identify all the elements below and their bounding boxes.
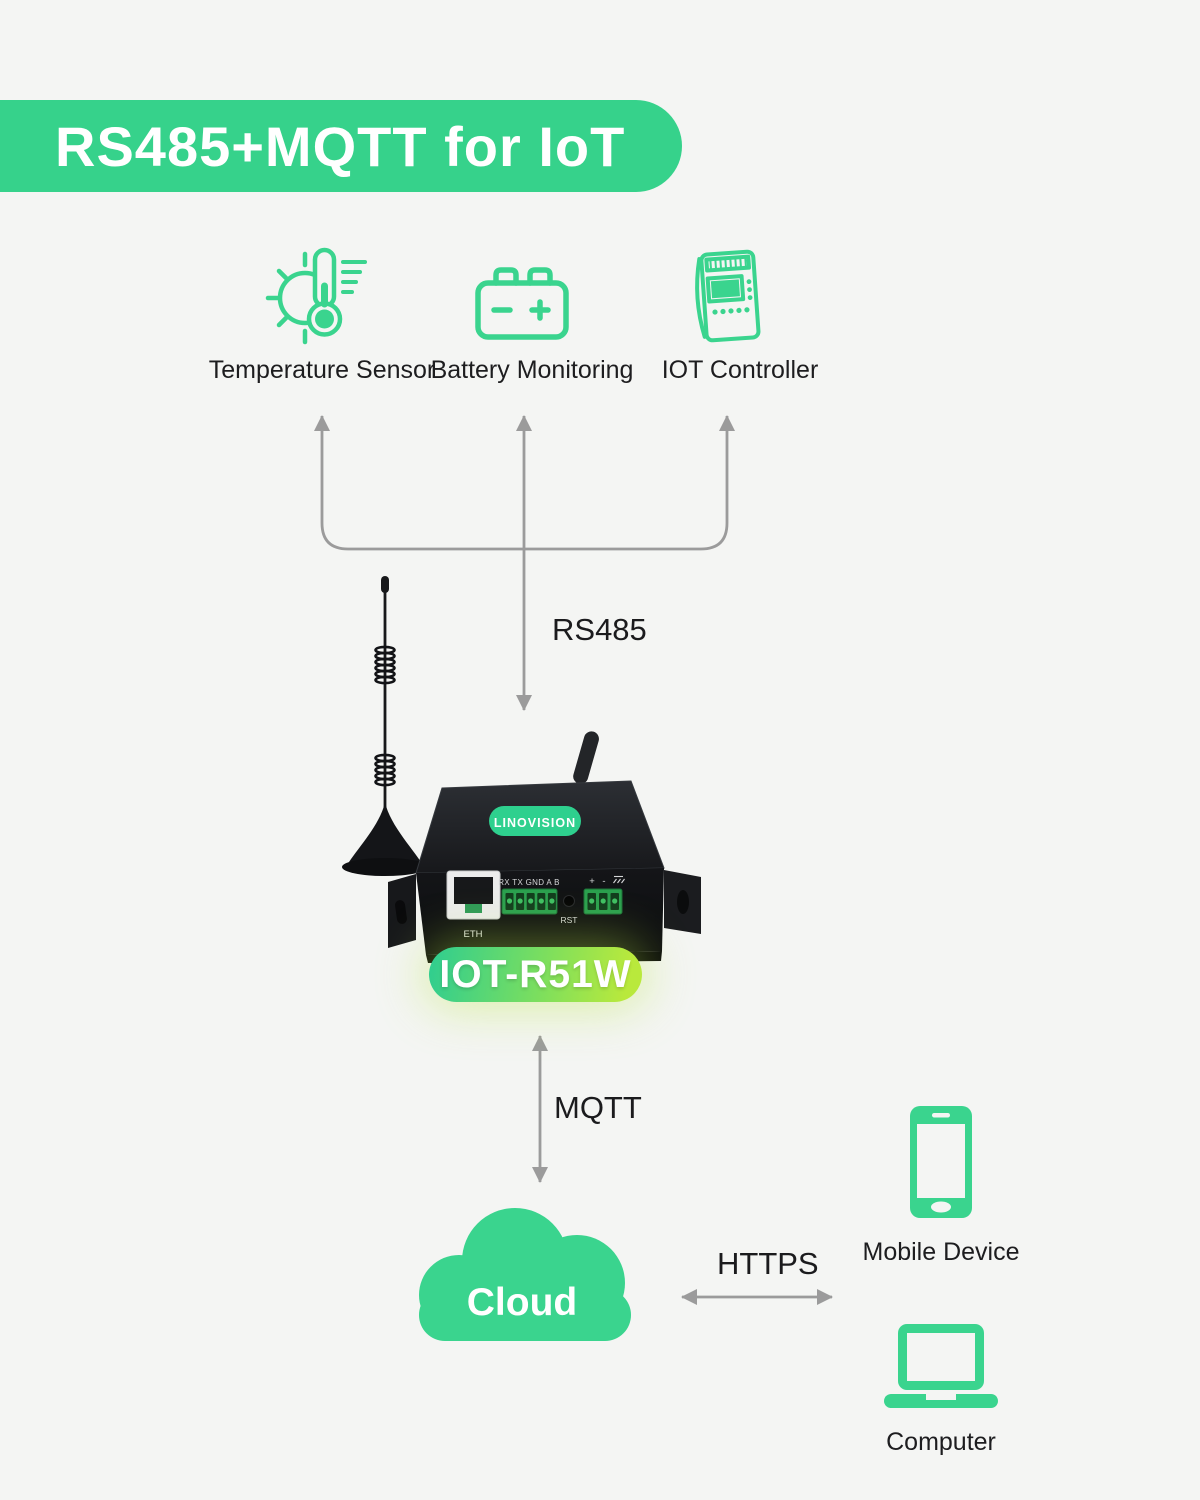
power-terminal: + - (583, 875, 625, 915)
eth-label: ETH (464, 929, 483, 940)
mqtt-label: MQTT (554, 1090, 642, 1125)
rs485-label: RS485 (552, 612, 647, 647)
client-label-computer: Computer (886, 1428, 996, 1456)
cloud-label: Cloud (467, 1281, 577, 1324)
brand-label: LINOVISION (489, 806, 581, 836)
serial-terminal: RX TX GND A B (498, 878, 560, 915)
page-title: RS485+MQTT for IoT (55, 114, 626, 178)
ground-symbol (613, 875, 625, 884)
temperature-sensor-icon (265, 247, 367, 345)
reset-button: RST (561, 895, 578, 925)
model-badge: IOT-R51W (429, 947, 642, 1002)
antenna (342, 576, 428, 876)
sensor-label-battery: Battery Monitoring (430, 356, 634, 384)
cloud-icon: Cloud (419, 1208, 631, 1341)
power-minus-label: - (602, 876, 605, 887)
computer-icon (884, 1324, 998, 1408)
sensor-label-iot-controller: IOT Controller (661, 356, 819, 384)
model-name: IOT-R51W (439, 952, 632, 996)
power-plus-label: + (589, 876, 595, 887)
serial-pins-label: RX TX GND A B (498, 878, 560, 887)
brand-text: LINOVISION (494, 816, 576, 830)
antenna-stub (573, 731, 599, 784)
gateway-device: LINOVISION ETH RX TX GND A B (342, 576, 701, 963)
https-label: HTTPS (717, 1246, 819, 1281)
reset-label: RST (561, 915, 578, 925)
eth-port: ETH (446, 870, 501, 940)
mobile-device-icon (910, 1106, 972, 1218)
iot-controller-icon (695, 249, 761, 343)
client-label-mobile: Mobile Device (862, 1238, 1020, 1266)
sensor-label-temperature: Temperature Sensor (208, 356, 436, 384)
title-banner: RS485+MQTT for IoT (0, 100, 682, 192)
battery-icon (475, 267, 569, 340)
